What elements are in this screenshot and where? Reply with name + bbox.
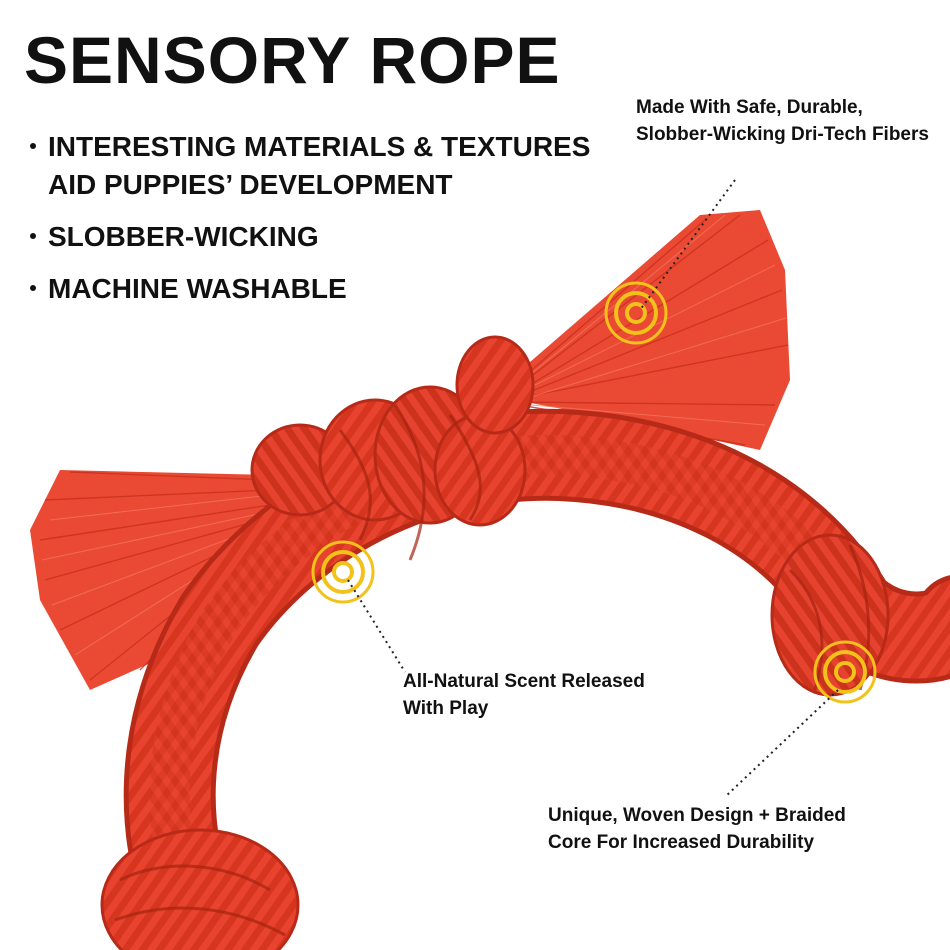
top-knot bbox=[250, 335, 535, 561]
feature-item: INTERESTING MATERIALS & TEXTURES AID PUP… bbox=[28, 128, 628, 204]
feature-list: INTERESTING MATERIALS & TEXTURES AID PUP… bbox=[28, 128, 628, 322]
leader-line-scent bbox=[347, 579, 406, 673]
callout-woven: Unique, Woven Design + Braided Core For … bbox=[548, 805, 846, 853]
feature-item: SLOBBER-WICKING bbox=[28, 218, 628, 256]
marker-woven-icon bbox=[813, 640, 877, 704]
callout-scent: All-Natural Scent Released With Play bbox=[403, 671, 645, 719]
page-title: SENSORY ROPE bbox=[24, 23, 561, 97]
bottom-knot bbox=[100, 828, 300, 950]
feature-item: MACHINE WASHABLE bbox=[28, 270, 628, 308]
right-tassel bbox=[515, 210, 790, 450]
callout-fibers: Made With Safe, Durable, Slobber-Wicking… bbox=[636, 97, 929, 145]
leader-line-woven bbox=[725, 689, 839, 797]
marker-fibers-icon bbox=[604, 281, 668, 345]
marker-scent-icon bbox=[311, 540, 375, 604]
right-knot bbox=[770, 533, 890, 697]
